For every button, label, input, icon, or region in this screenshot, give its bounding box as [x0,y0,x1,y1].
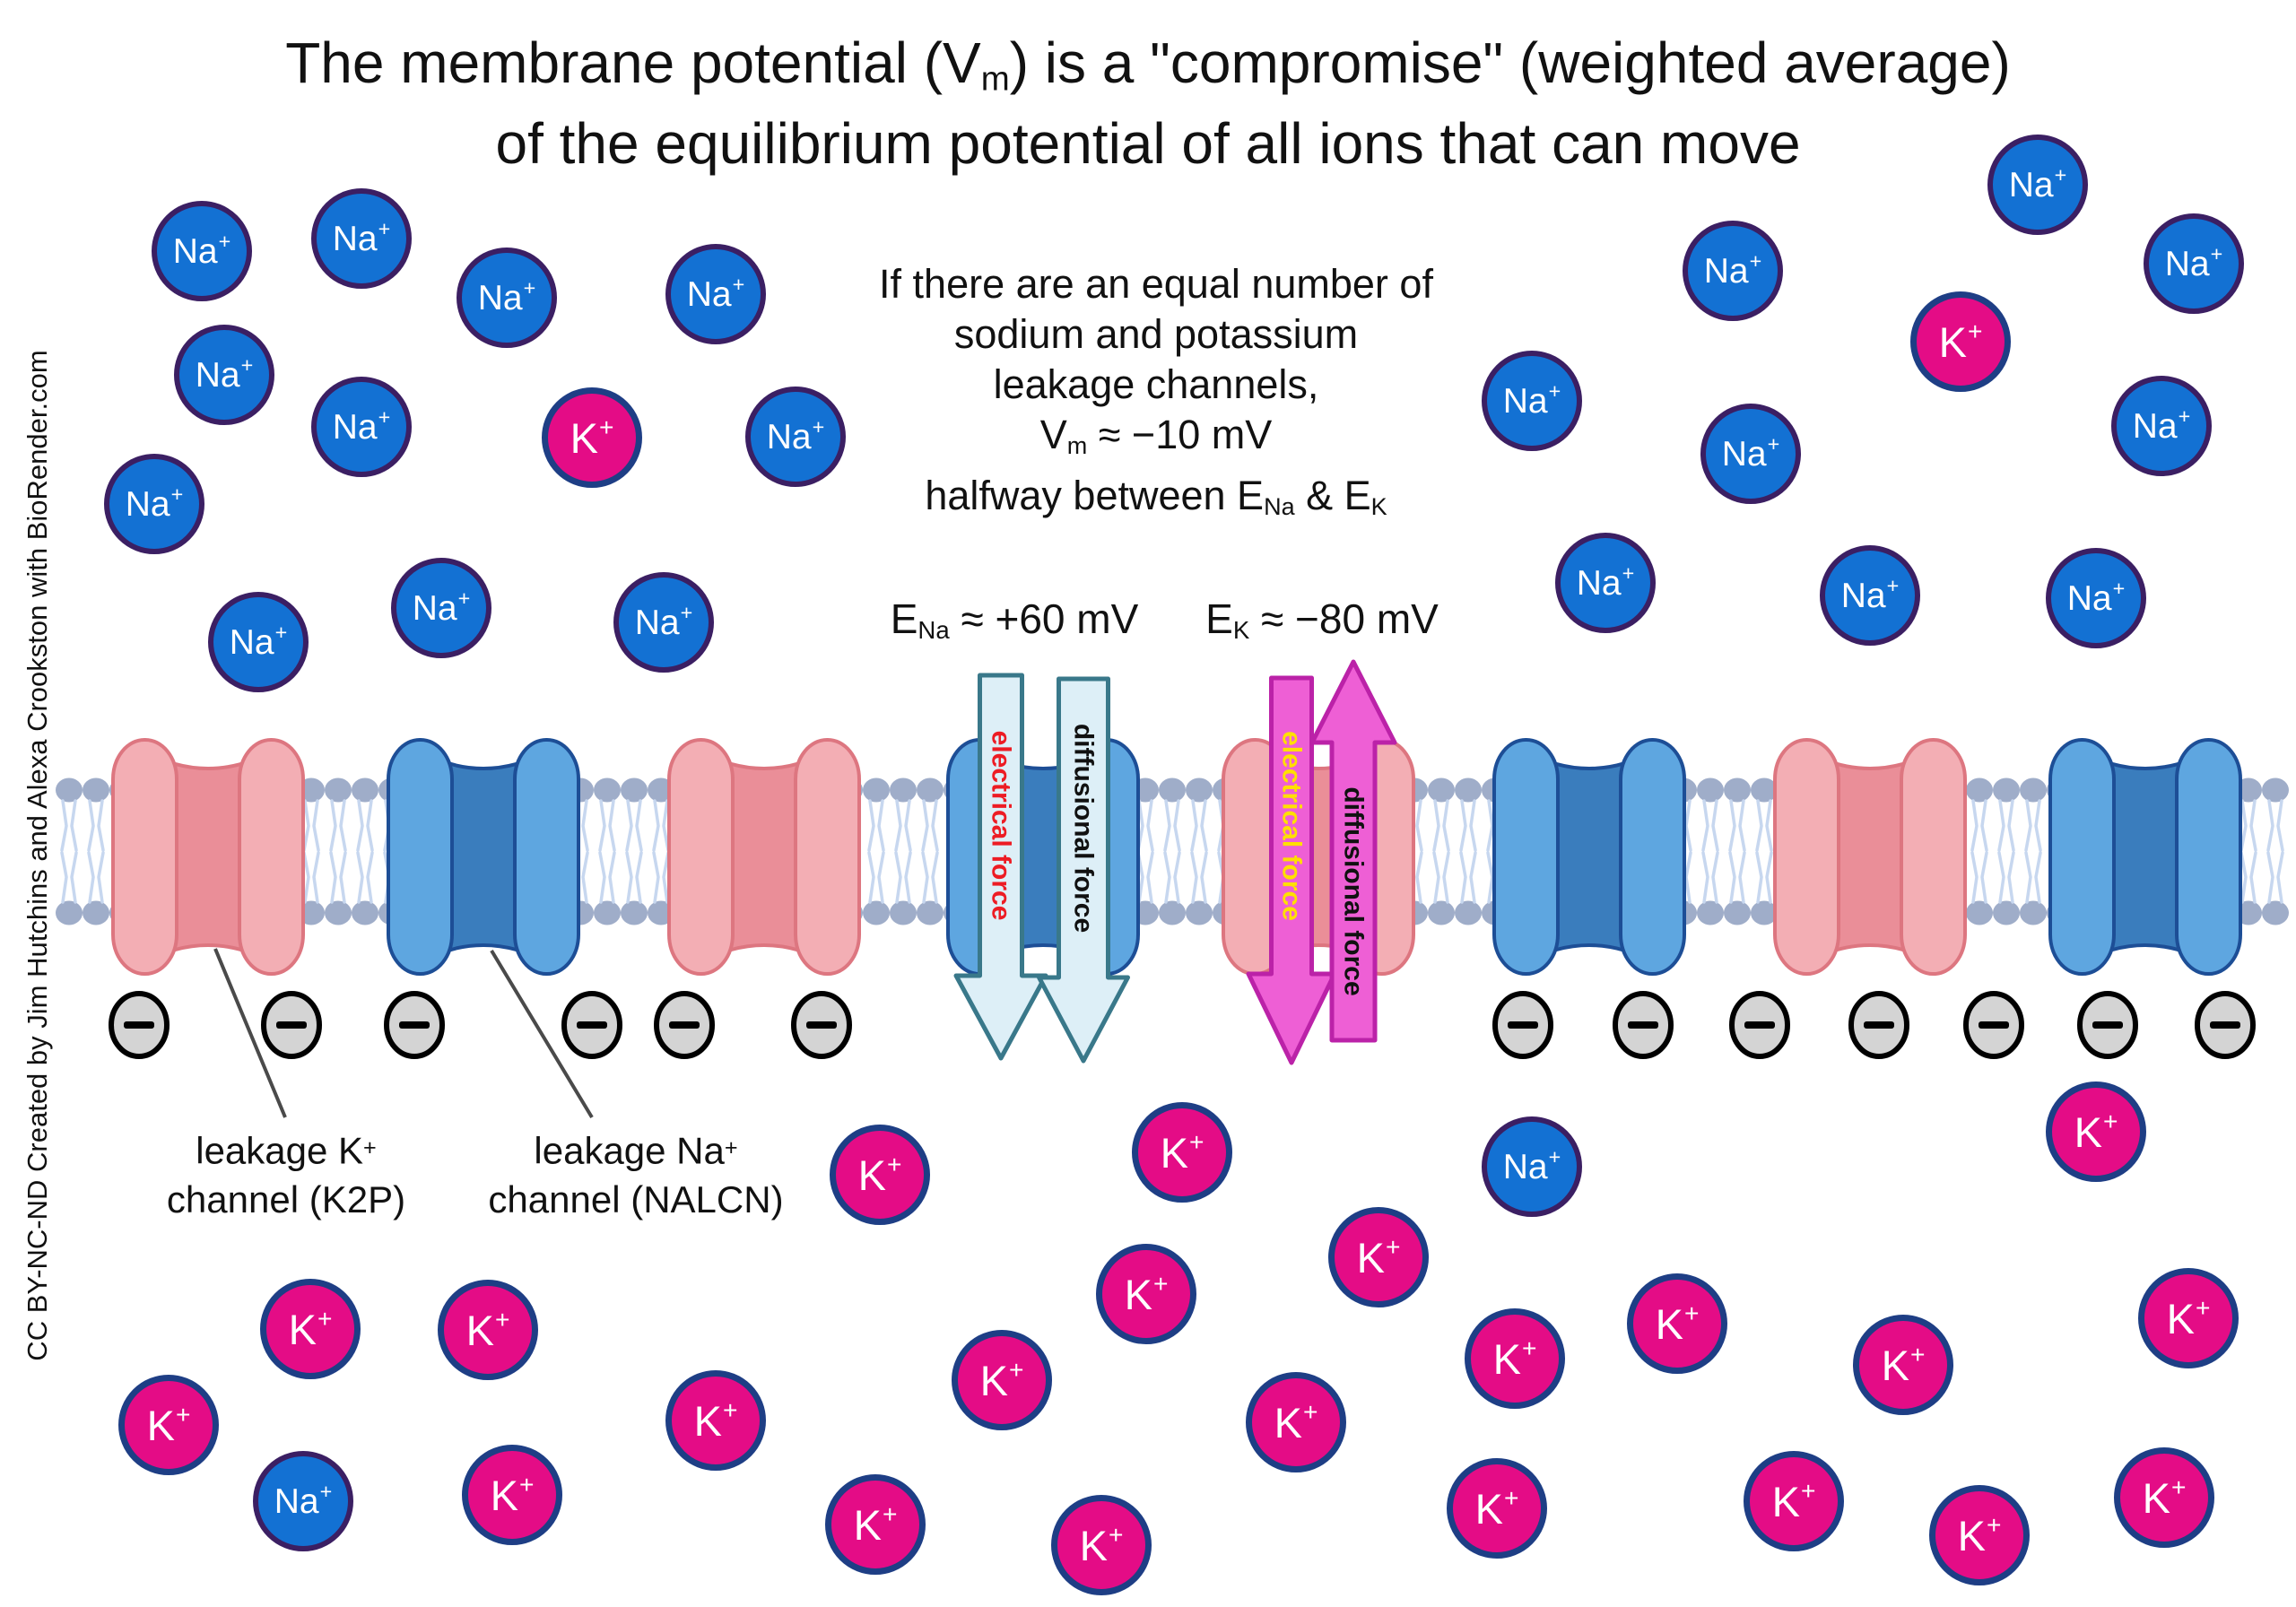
k2p-channel-label: leakage K+ channel (K2P) [80,1124,492,1224]
k2p-channel [667,738,861,976]
k-ion: K+ [1051,1495,1152,1595]
na-ion: Na+ [174,325,274,425]
k-ion: K+ [665,1370,766,1471]
k2p-channel [1773,738,1967,976]
k-ion: K+ [1910,291,2011,392]
note-line-2: sodium and potassium [953,311,1359,357]
nalcn-channel [387,738,580,976]
k-ion: K+ [1447,1458,1547,1559]
ena-value: ENa ≈ +60 mV [890,595,1139,645]
negative-charge-icon [1729,991,1790,1059]
k-ion: K+ [2138,1268,2239,1368]
channel-label-leader-line [213,948,287,1118]
title-line-1: The membrane potential (Vm) is a "compro… [285,30,2011,99]
nalcn-channel-label: leakage Na+ channel (NALCN) [430,1124,842,1224]
na-ion: Na+ [1683,221,1783,321]
negative-charge-icon [1492,991,1553,1059]
k-electrical-force-arrow-label: electrical force [1277,731,1307,921]
nalcn-channel [2048,738,2242,976]
k-ion: K+ [1744,1451,1844,1551]
na-ion: Na+ [2046,548,2146,648]
na-ion: Na+ [1700,404,1801,504]
nalcn-label-line-2: channel (NALCN) [488,1177,784,1220]
k-ion: K+ [2114,1447,2214,1548]
na-ion: Na+ [1555,533,1656,633]
negative-charge-icon [561,991,622,1059]
na-ion: Na+ [745,387,846,487]
channel-label-leader-line [490,949,594,1119]
na-ion: Na+ [1482,351,1582,451]
note-line-5: halfway between ENa & EK [925,472,1387,520]
k-ion: K+ [825,1474,926,1575]
na-ion: Na+ [457,248,557,348]
negative-charge-icon [791,991,852,1059]
k-ion: K+ [1246,1372,1346,1472]
k-ion: K+ [118,1375,219,1475]
k-ion: K+ [1096,1244,1196,1344]
negative-charge-icon [1963,991,2024,1059]
title-line-2: of the equilibrium potential of all ions… [495,111,1801,177]
na-ion: Na+ [613,572,714,673]
k-ion: K+ [1328,1207,1429,1307]
k2p-channel [1222,738,1415,976]
k2p-channel [111,738,305,976]
negative-charge-icon [654,991,715,1059]
na-ion: Na+ [311,377,412,477]
nalcn-channel [1492,738,1686,976]
k-ion: K+ [542,387,642,488]
k-ion: K+ [2046,1081,2146,1182]
k-ion: K+ [438,1280,538,1380]
na-ion: Na+ [208,592,309,692]
negative-charge-icon [2195,991,2256,1059]
k-diffusional-force-arrow-label: diffusional force [1339,786,1369,995]
k-ion: K+ [1132,1102,1232,1203]
na-ion: Na+ [1482,1116,1582,1217]
na-ion: Na+ [2144,213,2244,314]
na-diffusional-force-arrow-label: diffusional force [1069,724,1099,933]
k-ion: K+ [462,1445,562,1545]
k-diffusional-force-arrow [1309,659,1397,1043]
na-ion: Na+ [2111,376,2212,476]
na-ion: Na+ [391,558,491,658]
negative-charge-icon [1848,991,1909,1059]
na-ion: Na+ [1987,135,2088,235]
k2p-label-line-1: leakage K+ [196,1129,377,1172]
negative-charge-icon [261,991,322,1059]
nalcn-label-line-1: leakage Na+ [534,1129,738,1172]
na-electrical-force-arrow [953,673,1048,1061]
na-ion: Na+ [1820,545,1920,646]
k-ion: K+ [952,1330,1052,1430]
note-line-1: If there are an equal number of [879,261,1433,307]
negative-charge-icon [2077,991,2138,1059]
negative-charge-icon [384,991,445,1059]
page-title: The membrane potential (Vm) is a "compro… [0,30,2296,177]
annotation-note: If there are an equal number of sodium a… [752,259,1560,532]
k-ion: K+ [260,1279,361,1379]
na-electrical-force-arrow-label: electrical force [987,731,1016,921]
negative-charge-icon [109,991,170,1059]
na-ion: Na+ [665,244,766,344]
negative-charge-icon [1613,991,1674,1059]
k-ion: K+ [1929,1485,2030,1585]
ek-value: EK ≈ −80 mV [1205,595,1439,645]
k-electrical-force-arrow [1246,675,1337,1065]
k-ion: K+ [1853,1315,1953,1415]
note-line-3: leakage channels, [993,361,1319,407]
k2p-label-line-2: channel (K2P) [166,1177,406,1220]
na-ion: Na+ [104,454,204,554]
na-diffusional-force-arrow [1037,676,1130,1064]
na-ion: Na+ [152,201,252,301]
na-ion: Na+ [253,1451,353,1551]
na-ion: Na+ [311,188,412,289]
k-ion: K+ [1627,1273,1727,1374]
k-ion: K+ [1465,1308,1565,1409]
note-line-4: Vm ≈ −10 mV [1039,412,1273,459]
k-ion: K+ [830,1125,930,1225]
